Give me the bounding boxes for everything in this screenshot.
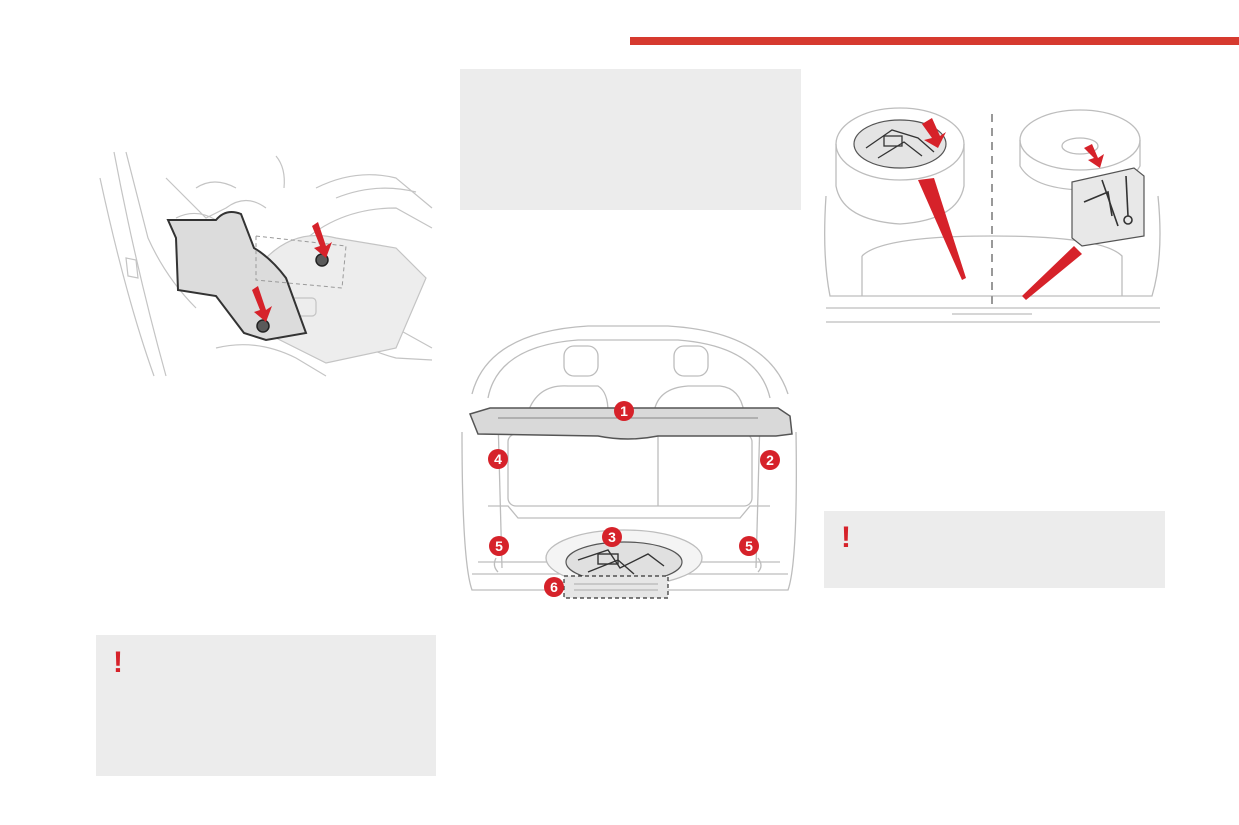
warning-box-right: ! <box>824 511 1165 588</box>
warning-box-left: ! <box>96 635 436 776</box>
boot-illustration <box>461 325 797 599</box>
floor-mat-illustration <box>99 151 433 377</box>
exclamation-icon: ! <box>841 521 851 554</box>
spare-wheel-illustration <box>824 107 1161 323</box>
info-box-middle <box>460 69 801 210</box>
header-accent-bar <box>630 37 1239 45</box>
exclamation-icon: ! <box>113 646 123 679</box>
